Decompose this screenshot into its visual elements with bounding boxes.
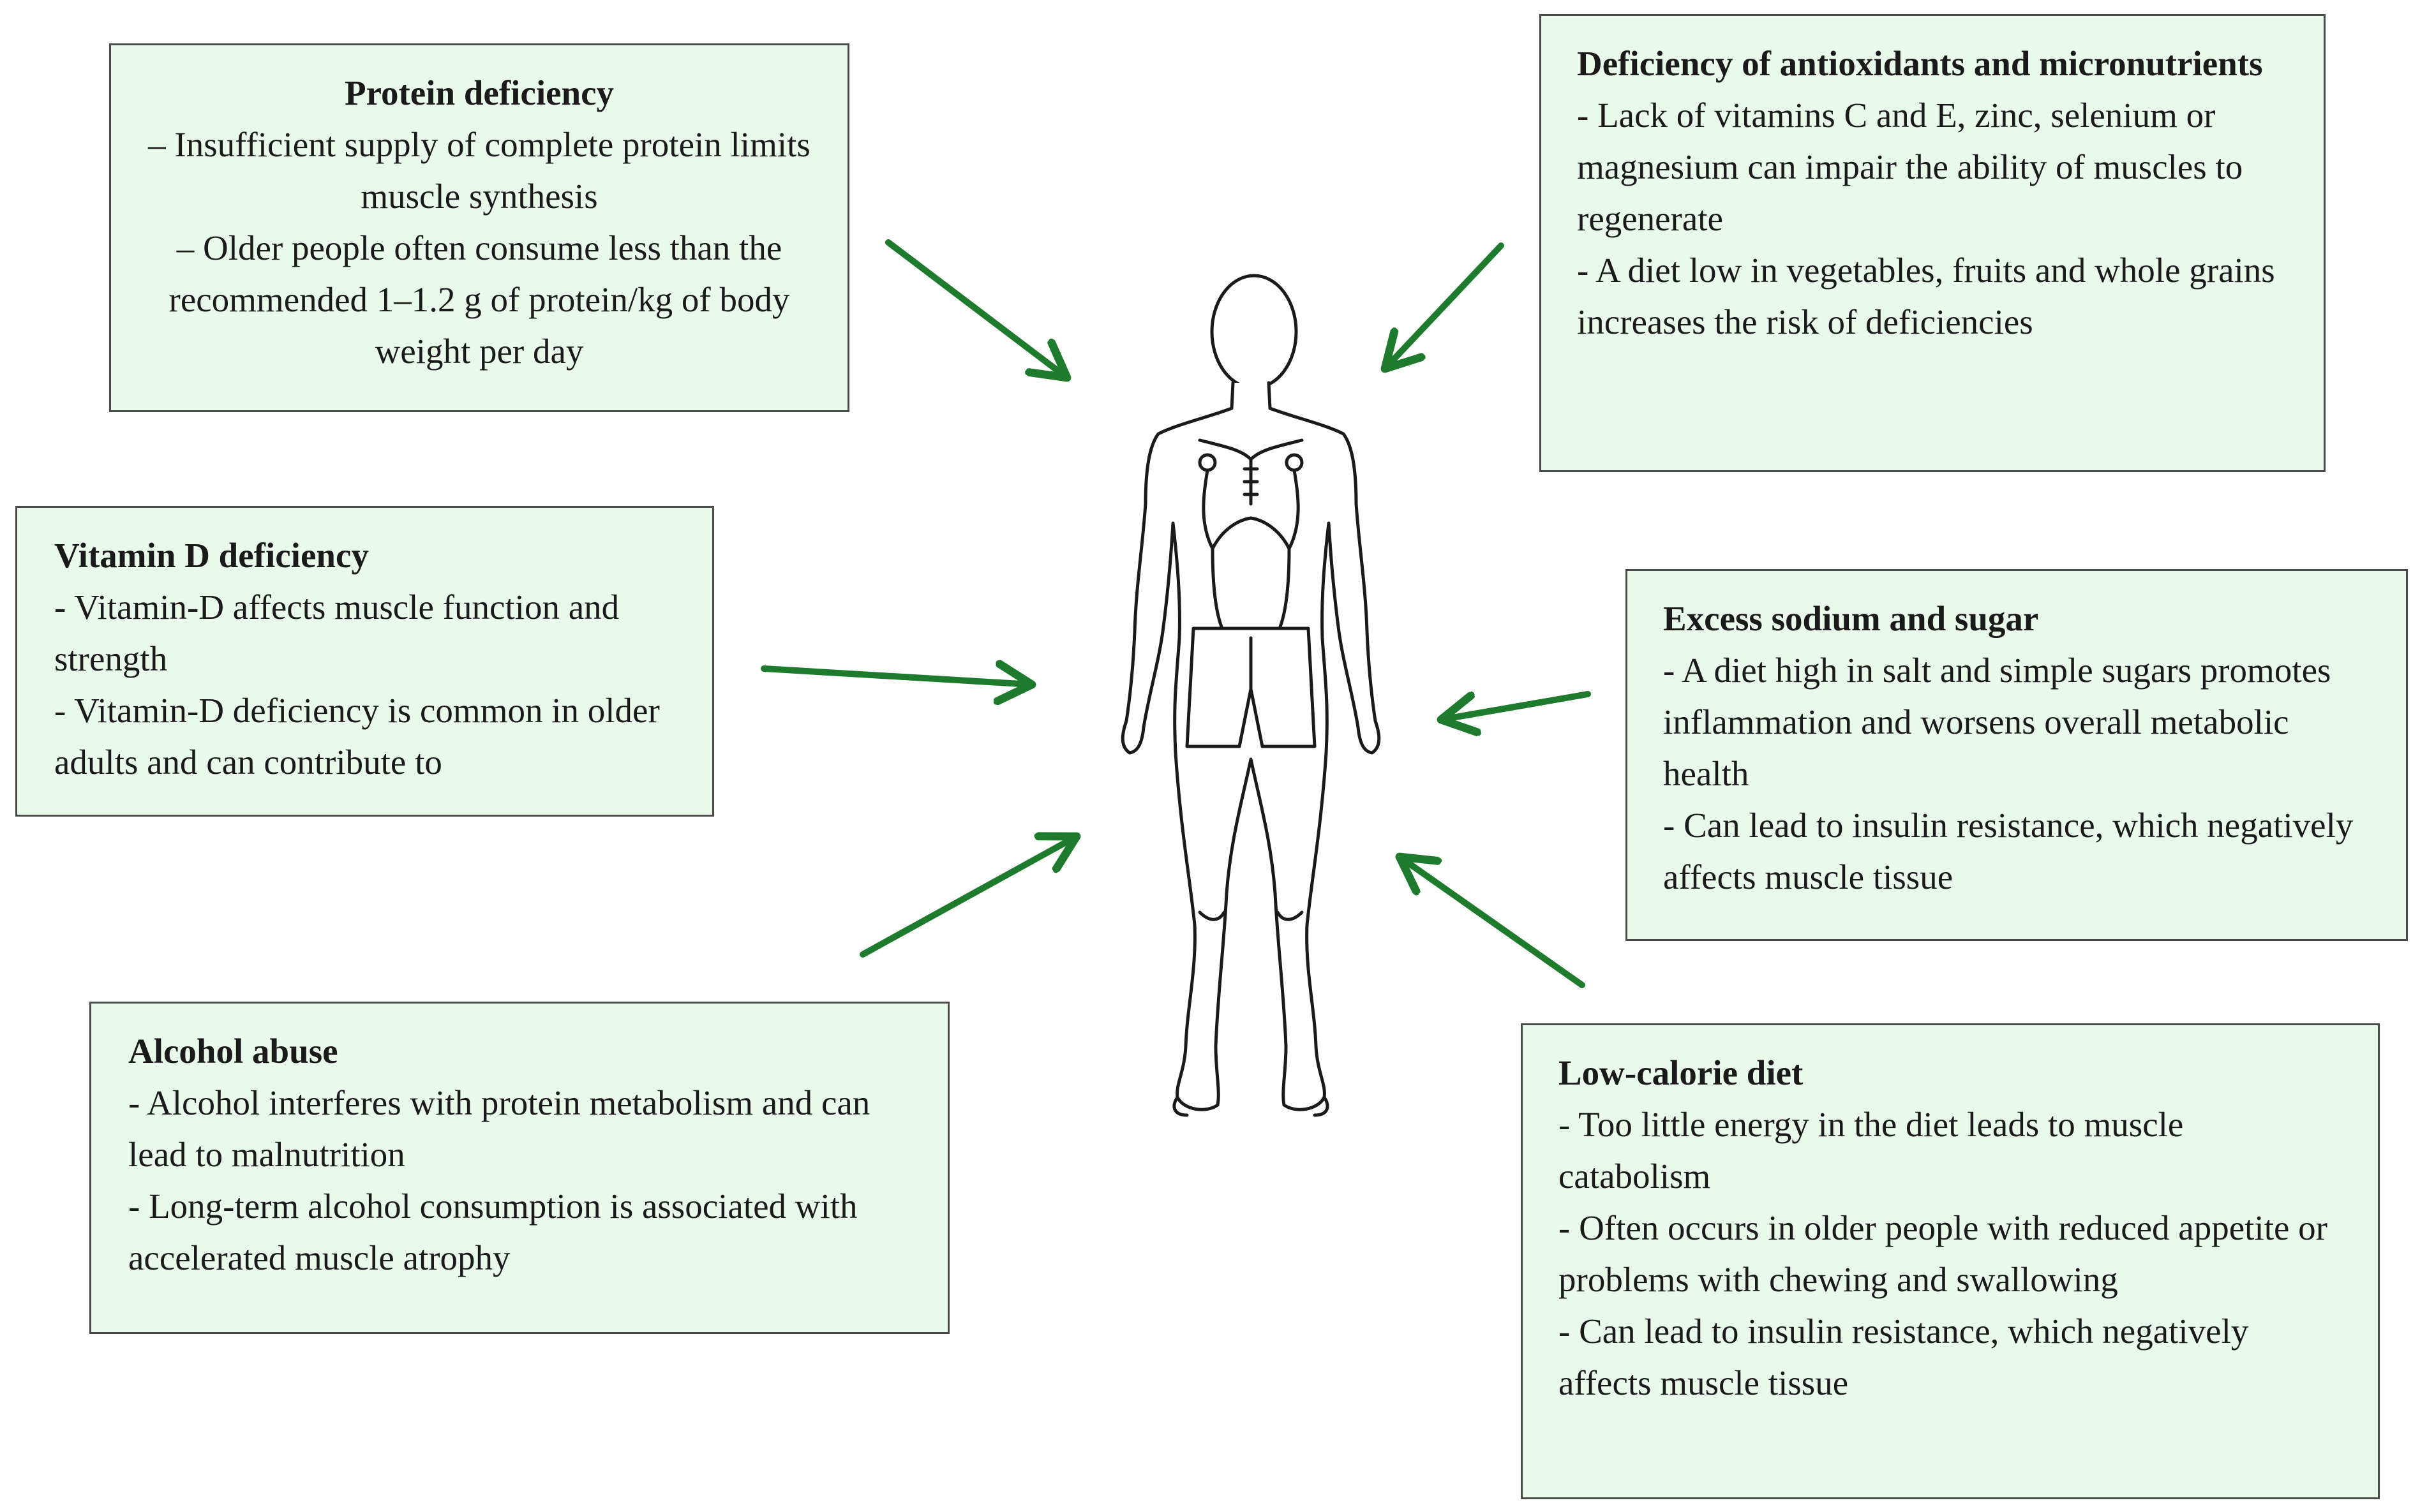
box-item: - Can lead to insulin resistance, which … bbox=[1558, 1312, 2258, 1402]
box-item: - Alcohol interferes with protein metabo… bbox=[128, 1083, 879, 1174]
box-item: - Long-term alcohol consumption is assoc… bbox=[128, 1187, 867, 1277]
box-title: Low-calorie diet bbox=[1558, 1053, 1804, 1092]
box-item: - Too little energy in the diet leads to… bbox=[1558, 1105, 2193, 1196]
box-item: - Often occurs in older people with redu… bbox=[1558, 1208, 2336, 1299]
box-item: - A diet low in vegetables, fruits and w… bbox=[1577, 251, 2284, 341]
low-calorie-diet-box: Low-calorie diet - Too little energy in … bbox=[1521, 1023, 2380, 1499]
arrow-low-calorie bbox=[1400, 857, 1585, 988]
antioxidants-deficiency-box: Deficiency of antioxidants and micronutr… bbox=[1539, 14, 2326, 472]
arrow-antioxidants bbox=[1385, 242, 1504, 369]
arrow-sodium bbox=[1441, 691, 1591, 720]
box-item: - Lack of vitamins C and E, zinc, seleni… bbox=[1577, 96, 2252, 238]
box-item: - Can lead to insulin resistance, which … bbox=[1663, 806, 2363, 896]
alcohol-abuse-box: Alcohol abuse - Alcohol interferes with … bbox=[89, 1002, 950, 1334]
vitamin-d-deficiency-box: Vitamin D deficiency - Vitamin-D affects… bbox=[15, 506, 714, 817]
box-title: Protein deficiency bbox=[344, 73, 615, 112]
arrow-protein bbox=[885, 239, 1067, 378]
box-title: Excess sodium and sugar bbox=[1663, 599, 2039, 638]
box-title: Alcohol abuse bbox=[128, 1032, 338, 1071]
arrow-alcohol bbox=[860, 836, 1077, 958]
human-body-icon bbox=[1121, 274, 1381, 1117]
box-item: – Insufficient supply of complete protei… bbox=[148, 125, 819, 216]
box-item: - Vitamin-D deficiency is common in olde… bbox=[54, 691, 669, 782]
box-item: - A diet high in salt and simple sugars … bbox=[1663, 651, 2340, 793]
arrow-vitamin-d bbox=[761, 669, 1032, 685]
box-item: – Older people often consume less than t… bbox=[168, 228, 799, 371]
protein-deficiency-box: Protein deficiency – Insufficient supply… bbox=[109, 43, 849, 412]
box-title: Deficiency of antioxidants and micronutr… bbox=[1577, 44, 2263, 83]
box-item: - Vitamin-D affects muscle function and … bbox=[54, 588, 628, 678]
excess-sodium-sugar-box: Excess sodium and sugar - A diet high in… bbox=[1625, 569, 2408, 941]
box-title: Vitamin D deficiency bbox=[54, 536, 369, 575]
